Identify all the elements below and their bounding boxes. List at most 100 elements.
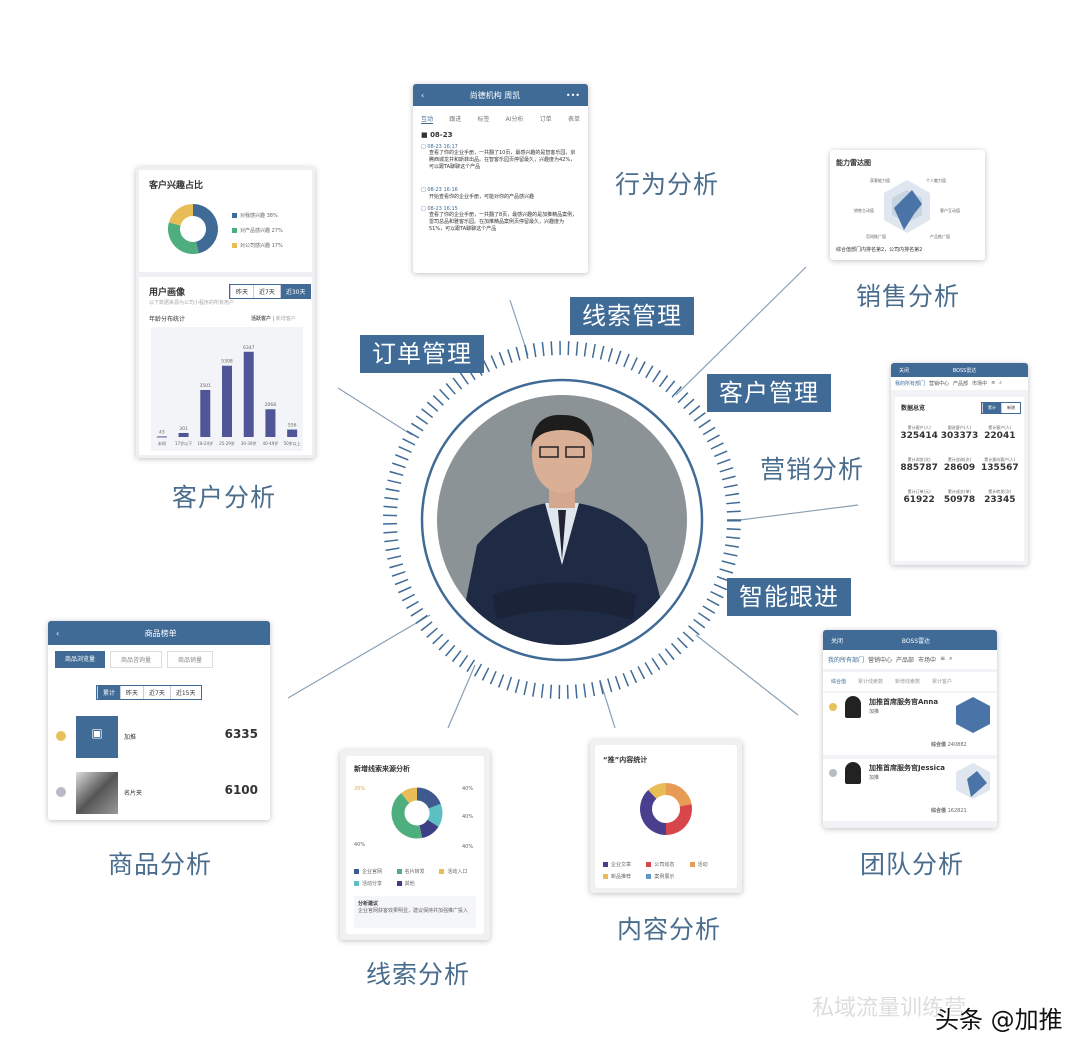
range-15days[interactable]: 近15天 xyxy=(169,686,201,699)
tab-yesterday[interactable]: 昨天 xyxy=(230,285,253,298)
product-row[interactable]: ▣ 加推 6335 xyxy=(54,716,264,758)
product-card: ‹商品榜单 商品浏览量 商品咨询量 商品销量 累计昨天近7天近15天 ▣ 加推 … xyxy=(48,621,270,820)
medal-icon xyxy=(829,769,837,777)
age-bar-chart: 43未知30117岁以下350118-24岁530825-29岁634730-3… xyxy=(151,327,303,451)
more-icon[interactable]: ••• xyxy=(565,90,580,100)
bar-category-label: 17岁以下 xyxy=(175,440,192,446)
member-radar xyxy=(956,697,990,733)
title-team: 团队分析 xyxy=(860,850,965,879)
product-value: 6100 xyxy=(224,783,258,797)
interest-donut xyxy=(168,204,218,254)
nav-all-departments[interactable]: 我的所有部门 xyxy=(828,657,865,664)
bar-category-label: 18-24岁 xyxy=(197,440,213,446)
stat-item: 累计转发(次)23345 xyxy=(984,489,1016,505)
toutiao-watermark: 头条 @加推 xyxy=(935,1006,1063,1034)
sort-customers[interactable]: 累计客户 xyxy=(932,679,953,685)
note-title: 分析建议 xyxy=(358,901,379,907)
back-icon[interactable]: ‹ xyxy=(56,628,60,638)
stat-item: 累计客户(人)325414 xyxy=(900,425,938,441)
range-total[interactable]: 累计 xyxy=(97,686,121,699)
close-button[interactable]: 关闭 xyxy=(899,367,910,374)
nav-product[interactable]: 产品部 xyxy=(953,381,969,387)
tab-views[interactable]: 商品浏览量 xyxy=(55,651,106,668)
tab-tags[interactable]: 标签 xyxy=(477,116,490,123)
content-slice xyxy=(648,783,667,800)
filter-active[interactable]: 活跃客户 xyxy=(251,316,272,322)
title-product: 商品分析 xyxy=(108,850,213,879)
medal-icon xyxy=(829,703,837,711)
content-donut xyxy=(640,783,692,835)
bar-value-label: 301 xyxy=(179,426,188,432)
tab-forms[interactable]: 表单 xyxy=(567,116,580,123)
sort-score[interactable]: 综合值 xyxy=(831,679,847,685)
range-yesterday[interactable]: 昨天 xyxy=(120,686,143,699)
stat-item: 跟进客户(人)303373 xyxy=(940,425,979,441)
tab-ai[interactable]: AI分析 xyxy=(505,116,524,123)
toggle-new[interactable]: 新增 xyxy=(1001,403,1020,413)
close-button[interactable]: 关闭 xyxy=(831,637,844,645)
tab-30days[interactable]: 近30天 xyxy=(279,285,311,298)
score: 综合值 240882 xyxy=(931,742,967,748)
content-slice xyxy=(640,790,667,835)
member-org: 加推 xyxy=(869,709,880,715)
bar-category-label: 40-49岁 xyxy=(263,440,279,446)
legend-item: 新品推荐 xyxy=(603,873,646,880)
bar-category-label: 25-29岁 xyxy=(219,440,235,446)
content-title: “推”内容统计 xyxy=(603,756,648,764)
tab-sales[interactable]: 商品销量 xyxy=(167,651,214,668)
member-name: 加推首席服务官Anna xyxy=(869,698,939,706)
title-marketing: 营销分析 xyxy=(760,455,865,484)
bar-category-label: 未知 xyxy=(158,440,166,446)
nav-product[interactable]: 产品部 xyxy=(896,657,915,664)
tab-followup[interactable]: 跟进 xyxy=(449,116,462,123)
leads-card: 新增线索来源分析 20% 40% 40% 40% 40% 企业官网名片转发活动入… xyxy=(340,750,490,940)
tab-7days[interactable]: 近7天 xyxy=(253,285,280,298)
leads-slice xyxy=(427,803,443,827)
title-sales: 销售分析 xyxy=(856,282,961,311)
title-leads: 线索分析 xyxy=(366,960,471,989)
leads-slice xyxy=(418,819,439,838)
bar-value-label: 3501 xyxy=(200,383,212,389)
sort-new-leads[interactable]: 新增线索数 xyxy=(895,679,921,685)
sort-total-leads[interactable]: 累计线索数 xyxy=(858,679,884,685)
bar xyxy=(200,389,211,437)
nav-market[interactable]: 市场中 xyxy=(972,381,988,387)
search-icon[interactable]: ⌕ xyxy=(949,655,953,662)
team-member-row[interactable]: 加推首席服务官Anna 加推 综合值 240882 xyxy=(823,693,997,755)
toggle-total[interactable]: 累计 xyxy=(982,403,1001,413)
radar-title: 能力雷达图 xyxy=(836,159,871,167)
menu-icon[interactable]: ≡ xyxy=(991,380,996,386)
back-icon[interactable]: ‹ xyxy=(421,90,425,100)
leads-slice xyxy=(391,792,423,839)
nav-market[interactable]: 市场中 xyxy=(918,657,937,664)
stat-item: 累计成交(单)50978 xyxy=(943,489,976,505)
bar-category-label: 50岁以上 xyxy=(284,440,301,446)
tab-inquiries[interactable]: 商品咨询量 xyxy=(110,651,163,668)
menu-icon[interactable]: ≡ xyxy=(940,655,946,662)
product-value: 6335 xyxy=(224,727,258,741)
tab-interaction[interactable]: 互动 xyxy=(421,116,434,124)
nav-marketing[interactable]: 营销中心 xyxy=(929,381,950,387)
portrait-photo xyxy=(437,395,687,645)
title-content: 内容分析 xyxy=(617,915,722,944)
search-icon[interactable]: ⌕ xyxy=(999,380,1003,386)
filter-new[interactable]: 新增客户 xyxy=(275,316,296,322)
tab-orders[interactable]: 订单 xyxy=(539,116,552,123)
bar xyxy=(265,409,276,437)
tag-leads-management: 线索管理 xyxy=(570,297,694,335)
portrait-title: 用户画像 xyxy=(149,288,186,298)
team-member-row[interactable]: 加推首席服务官Jessica 加推 综合值 162821 xyxy=(823,759,997,821)
range-7days[interactable]: 近7天 xyxy=(143,686,170,699)
nav-marketing[interactable]: 营销中心 xyxy=(868,657,893,664)
nav-all-departments[interactable]: 我的所有部门 xyxy=(895,381,926,387)
product-name: 加推 xyxy=(124,734,137,741)
product-row[interactable]: 名片夹 6100 xyxy=(54,772,264,814)
content-slice xyxy=(665,783,692,807)
bar-value-label: 2068 xyxy=(265,402,277,408)
stat-item: 累计浏览(次)885787 xyxy=(900,457,938,473)
tag-order-management: 订单管理 xyxy=(360,335,484,373)
bar-value-label: 6347 xyxy=(243,345,255,351)
